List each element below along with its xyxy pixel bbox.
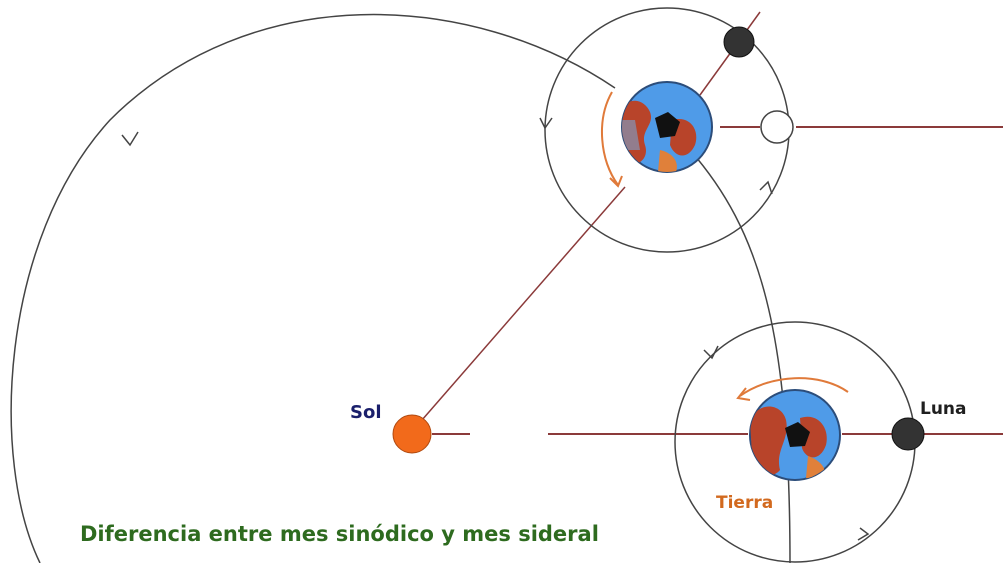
orbit-direction-arrow (121, 131, 139, 147)
sun-label: Sol (350, 402, 382, 423)
earth-upper (621, 81, 713, 173)
earth-rotation-arrowhead-lower (736, 387, 751, 401)
moon-orbit-upper-arrow-left (539, 117, 553, 130)
earth-orbit-arc (10, 13, 616, 563)
earth-rotation-arrowhead-upper (609, 175, 623, 188)
moon-icon-lower (891, 417, 925, 451)
sun-earth-radius-line (421, 186, 626, 421)
moon-orbit-lower-arrow-left (703, 345, 719, 360)
earth-rotation-arrow-lower (739, 377, 849, 397)
diagram-caption: Diferencia entre mes sinódico y mes side… (80, 522, 599, 546)
earth-label: Tierra (716, 493, 773, 513)
moon-icon-full-upper (760, 110, 794, 144)
earth-rotation-arrow-upper (601, 91, 619, 186)
moon-orbit-lower-arrow-right (857, 527, 870, 541)
moon-icon-new-upper (723, 26, 755, 58)
moon-orbit-upper-arrow-right (759, 180, 773, 195)
earth-lower (749, 389, 841, 481)
sun-icon (392, 414, 432, 454)
moon-label: Luna (920, 399, 967, 419)
